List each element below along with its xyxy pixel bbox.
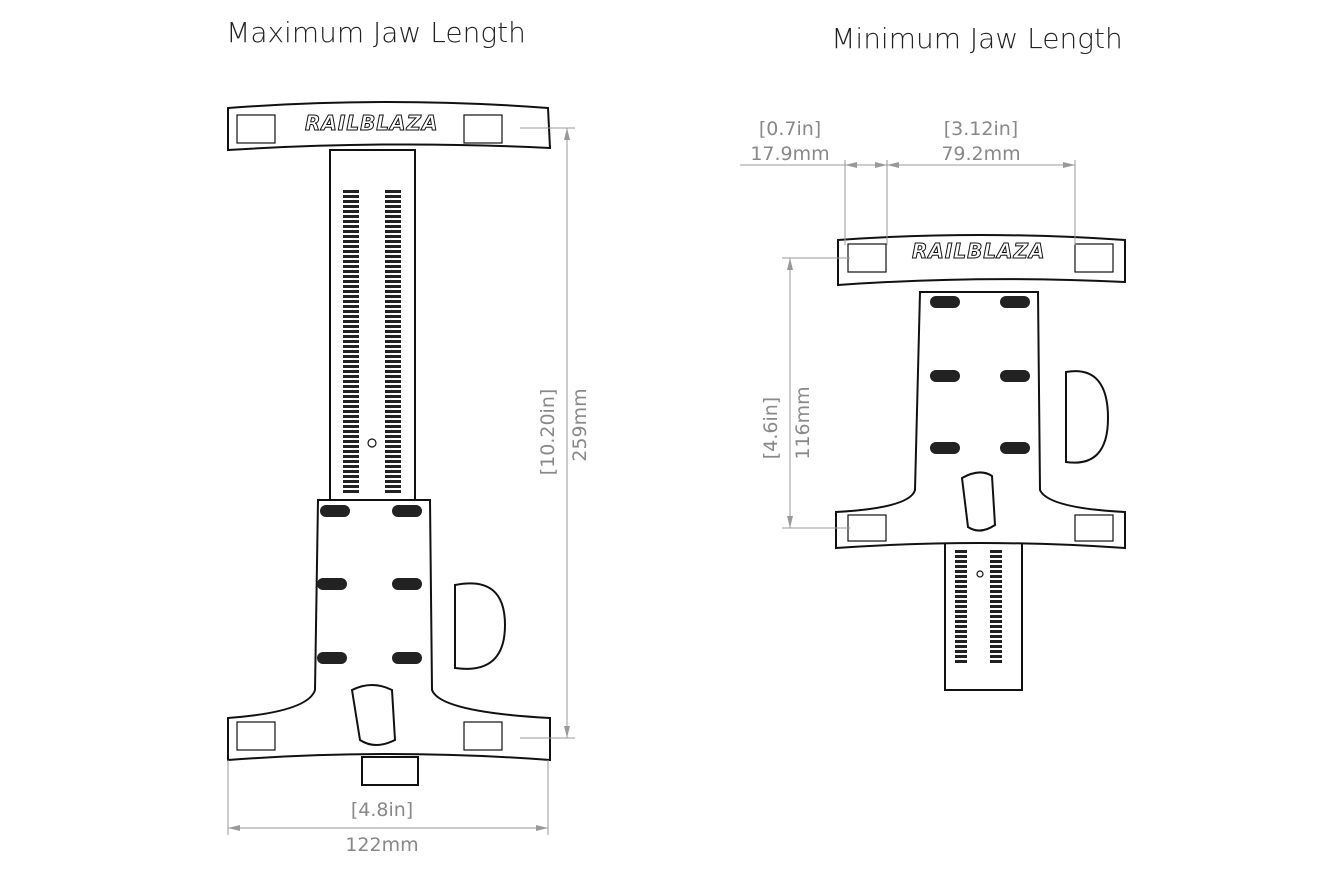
- brand-logo: RAILBLAZA: [305, 111, 439, 135]
- min-offset-in: [0.7in]: [759, 118, 821, 140]
- max-width-mm: 122mm: [345, 834, 418, 856]
- min-span-in: [3.12in]: [944, 118, 1018, 140]
- title-minimum: Minimum Jaw Length: [831, 22, 1122, 55]
- max-height-mm: 259mm: [569, 388, 591, 461]
- max-width-in: [4.8in]: [351, 799, 413, 821]
- max-height-in: [10.20in]: [537, 389, 559, 476]
- holder-minimum: RAILBLAZA: [835, 234, 1126, 691]
- knob: [454, 582, 507, 670]
- holder-maximum: RAILBLAZA: [227, 101, 552, 786]
- min-offset-mm: 17.9mm: [750, 143, 829, 165]
- min-height-in: [4.6in]: [760, 397, 782, 459]
- title-maximum: Maximum Jaw Length: [226, 16, 526, 49]
- knob-2: [1065, 370, 1110, 464]
- brand-logo-2: RAILBLAZA: [912, 239, 1046, 263]
- min-span-mm: 79.2mm: [941, 143, 1020, 165]
- min-height-mm: 116mm: [792, 386, 814, 459]
